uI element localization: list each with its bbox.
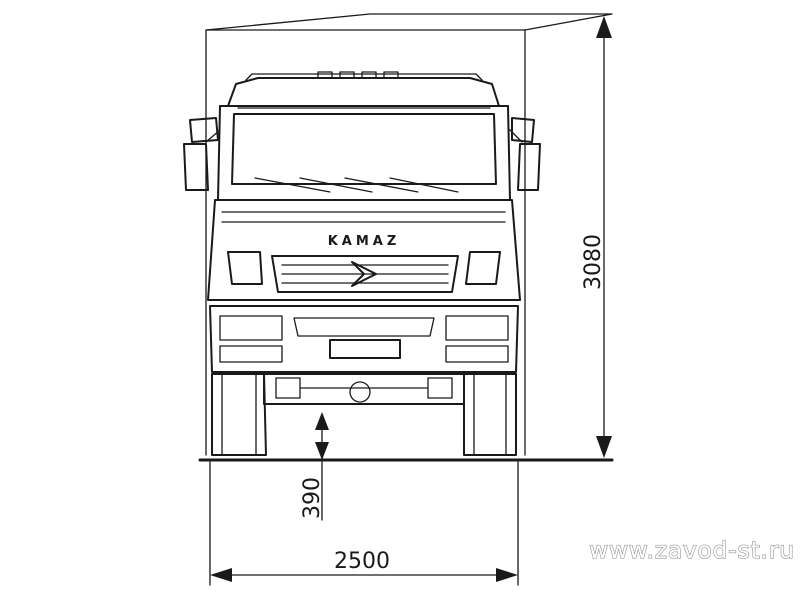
width-dimension: 2500 [209, 461, 519, 586]
height-dimension: 3080 [581, 16, 612, 458]
ground-clearance-label: 390 [300, 477, 325, 519]
brand-label: KAMAZ [328, 234, 401, 249]
height-label: 3080 [581, 234, 606, 290]
width-label: 2500 [334, 549, 390, 574]
right-wheel [463, 373, 517, 456]
front-axle [263, 373, 465, 405]
cargo-body-outline [205, 13, 613, 456]
watermark-text: www.zavod-st.ru [589, 538, 795, 564]
truck-cab [183, 71, 541, 373]
left-wheel [211, 373, 267, 456]
ground-clearance-dimension: 390 [300, 412, 329, 521]
